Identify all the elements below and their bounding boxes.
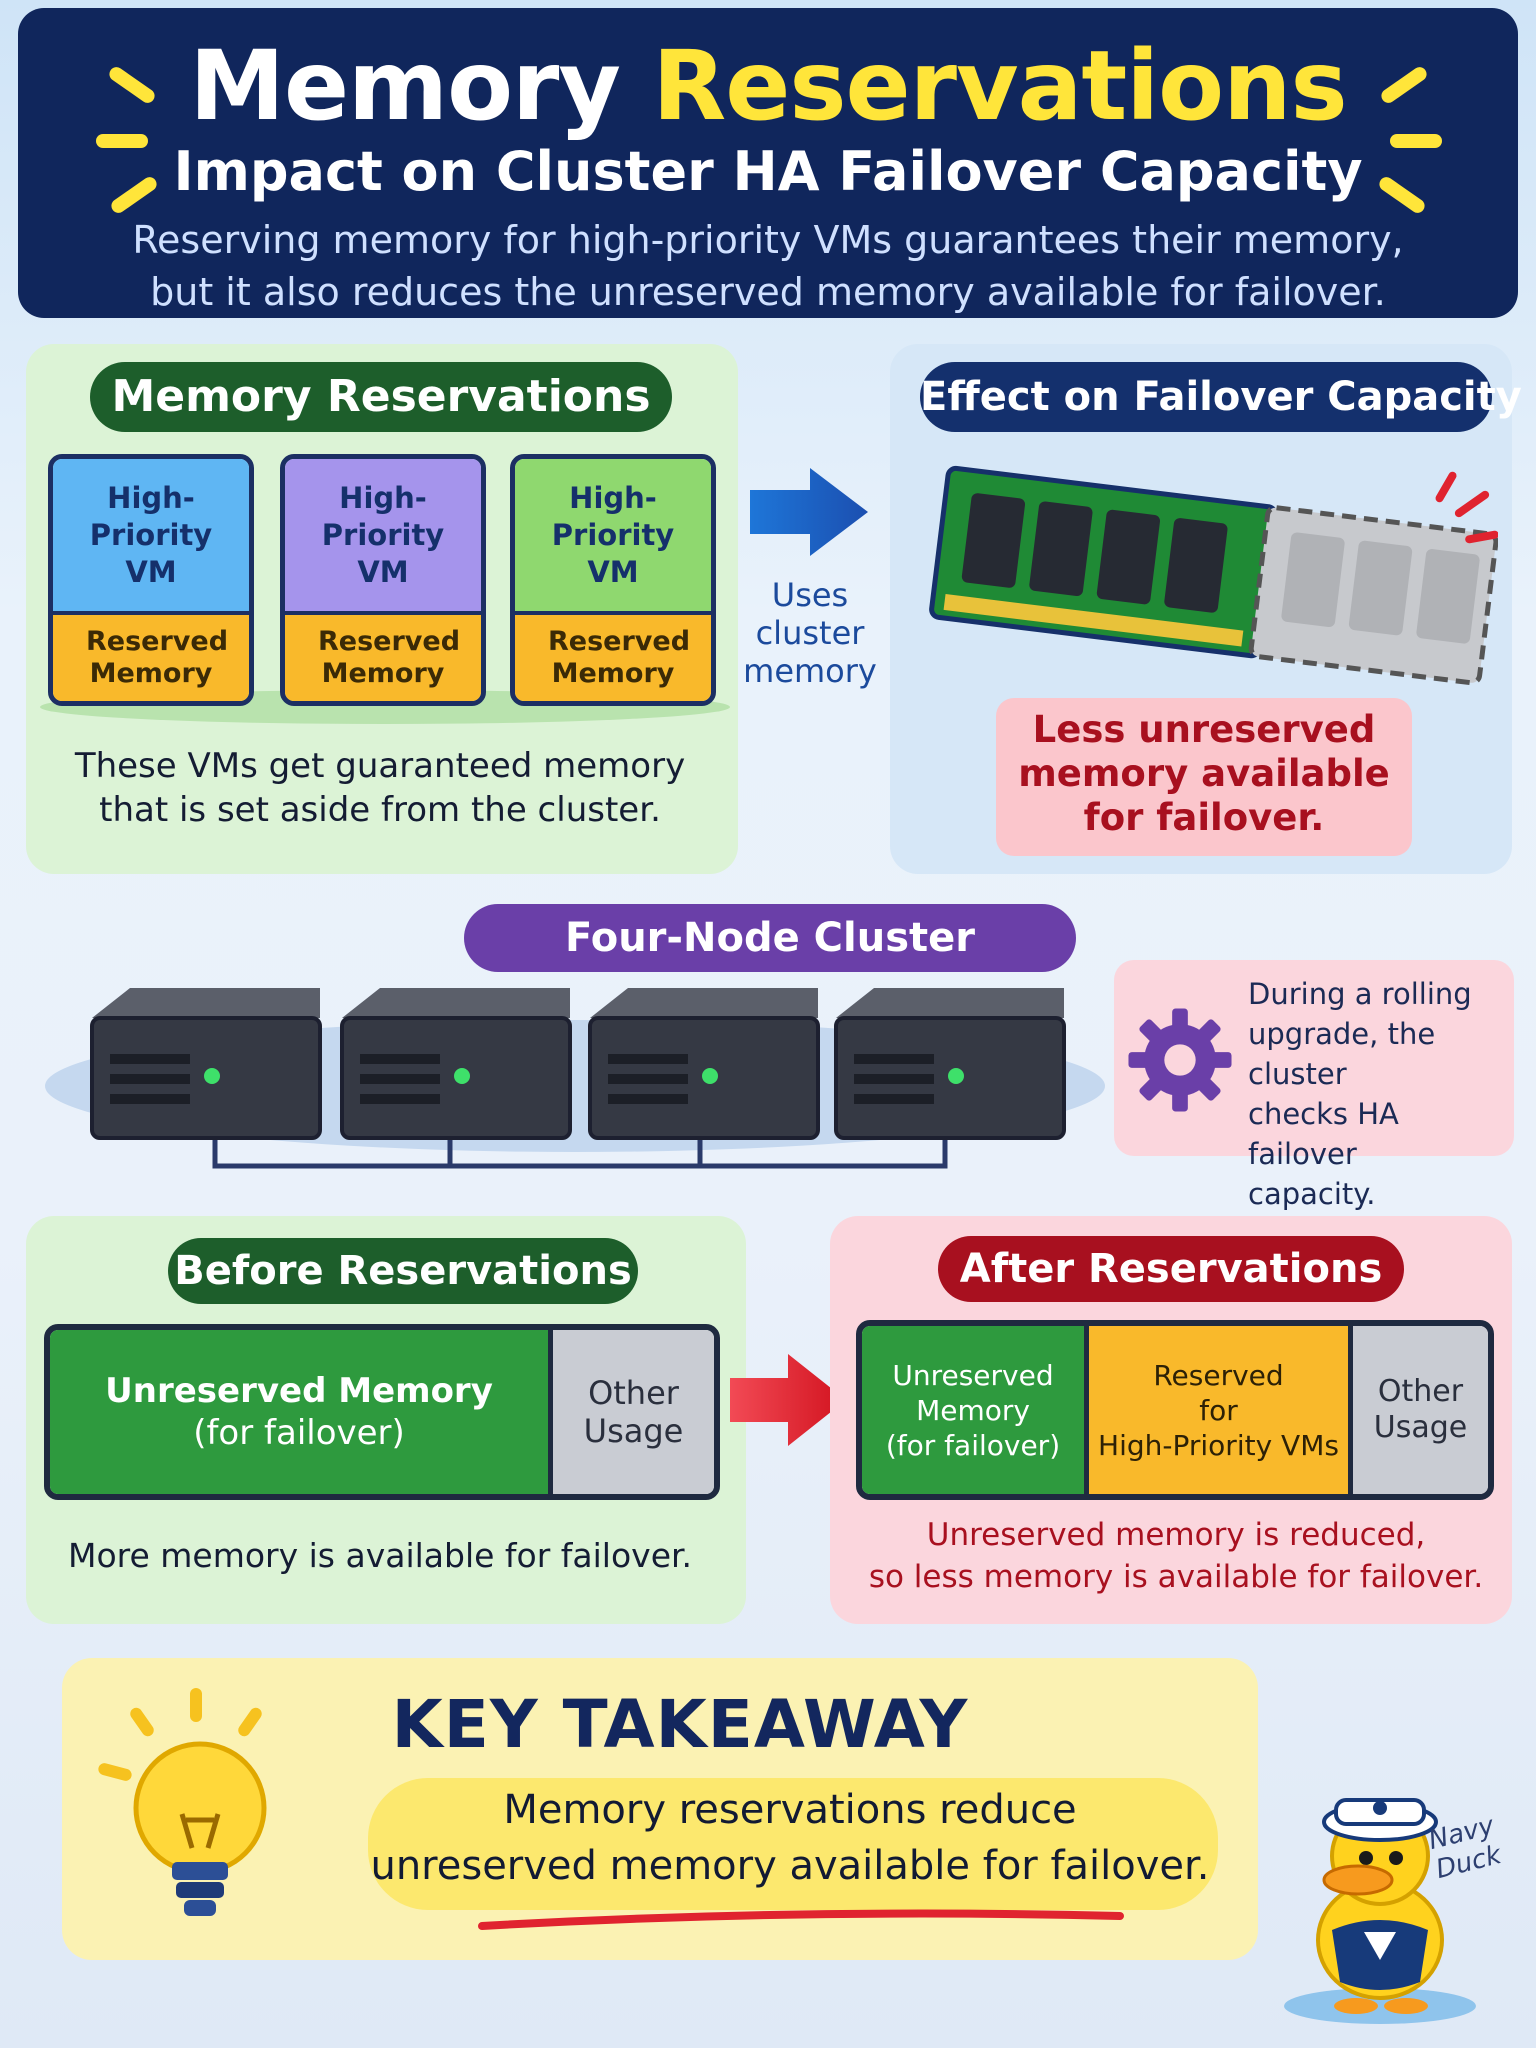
arrow-label: Uses cluster memory: [740, 576, 880, 690]
vm-reserved-label: Reserved Memory: [318, 626, 461, 689]
page-subtitle: Impact on Cluster HA Failover Capacity: [173, 140, 1363, 203]
vm-label: High-Priority VM: [89, 480, 213, 589]
takeaway-line: unreserved memory available for failover…: [370, 1843, 1210, 1889]
arrow-right-icon: [750, 468, 868, 556]
after-memory-bar: Unreserved Memory (for failover) Reserve…: [856, 1320, 1494, 1500]
intro-text: Reserving memory for high-priority VMs g…: [78, 214, 1458, 318]
cluster-note-line: checks HA failover: [1248, 1097, 1399, 1171]
title-accent: Reservations: [652, 30, 1347, 142]
before-heading: Before Reservations: [168, 1238, 638, 1304]
cluster-note-line: During a rolling: [1248, 977, 1472, 1011]
segment-line: Usage: [1373, 1410, 1468, 1445]
gear-icon: [1128, 1008, 1232, 1112]
vm-reserved: Reserved Memory: [285, 611, 481, 701]
segment-line: Unreserved Memory: [105, 1371, 493, 1411]
cluster-heading: Four-Node Cluster: [464, 904, 1076, 972]
segment-line: Unreserved: [892, 1358, 1054, 1392]
vm-reserved: Reserved Memory: [53, 611, 249, 701]
takeaway-text: Memory reservations reduce unreserved me…: [360, 1782, 1220, 1894]
after-heading: After Reservations: [938, 1236, 1404, 1302]
takeaway-heading: KEY TAKEAWAY: [391, 1686, 969, 1763]
before-other-segment: Other Usage: [548, 1330, 714, 1494]
segment-line: High-Priority VMs: [1098, 1428, 1339, 1462]
reservations-heading: Memory Reservations: [90, 362, 672, 432]
segment-line: Usage: [583, 1412, 684, 1450]
after-caption: Unreserved memory is reduced, so less me…: [846, 1514, 1506, 1598]
after-unreserved-segment: Unreserved Memory (for failover): [862, 1326, 1084, 1494]
intro-line: Reserving memory for high-priority VMs g…: [132, 218, 1404, 262]
after-caption-line: so less memory is available for failover…: [868, 1559, 1484, 1595]
cluster-servers-graphic: [45, 988, 1105, 1169]
caption-line: These VMs get guaranteed memory: [74, 746, 686, 786]
before-memory-bar: Unreserved Memory (for failover) Other U…: [44, 1324, 720, 1500]
vm-card: High-Priority VM Reserved Memory: [48, 454, 254, 706]
effect-note-line: for failover.: [1083, 796, 1325, 839]
intro-line: but it also reduces the unreserved memor…: [150, 270, 1386, 314]
navy-duck-mascot-icon: [1284, 1798, 1476, 2024]
vm-card: High-Priority VM Reserved Memory: [280, 454, 486, 706]
arrow-right-red-icon: [730, 1354, 846, 1446]
segment-line: Other: [588, 1374, 679, 1412]
header-banner: Memory Reservations Impact on Cluster HA…: [18, 8, 1518, 318]
vm-top: High-Priority VM: [515, 459, 711, 611]
after-other-segment: Other Usage: [1348, 1326, 1488, 1494]
before-caption: More memory is available for failover.: [67, 1536, 693, 1575]
lightbulb-icon: [98, 1688, 267, 1916]
reservations-caption: These VMs get guaranteed memory that is …: [40, 744, 720, 832]
server-icon: [834, 988, 1066, 1140]
after-caption-line: Unreserved memory is reduced,: [926, 1517, 1426, 1553]
vm-reserved-label: Reserved Memory: [86, 626, 229, 689]
effect-note-box: [996, 698, 1412, 856]
arrow-label-line: cluster: [755, 614, 865, 652]
arrow-label-line: Uses: [771, 576, 849, 614]
server-icon: [588, 988, 820, 1140]
after-reserved-segment: Reserved for High-Priority VMs: [1084, 1326, 1348, 1494]
vm-reserved-label: Reserved Memory: [548, 626, 691, 689]
sparkle-icon: [96, 134, 148, 148]
vm-label: High-Priority VM: [321, 480, 445, 589]
segment-line: (for failover): [193, 1413, 405, 1453]
takeaway-line: Memory reservations reduce: [503, 1787, 1077, 1833]
title-main: Memory: [189, 30, 621, 142]
segment-line: Other: [1377, 1374, 1464, 1409]
segment-line: for: [1199, 1393, 1238, 1427]
arrow-label-line: memory: [743, 652, 877, 690]
segment-line: (for failover): [885, 1428, 1061, 1462]
before-unreserved-segment: Unreserved Memory (for failover): [50, 1330, 548, 1494]
vm-top: High-Priority VM: [285, 459, 481, 611]
segment-line: Memory: [916, 1393, 1030, 1427]
segment-line: Reserved: [1153, 1358, 1284, 1392]
takeaway-highlight: [368, 1778, 1218, 1910]
server-icon: [90, 988, 322, 1140]
effect-note-line: Less unreserved: [1032, 708, 1376, 751]
cluster-note-line: capacity.: [1248, 1177, 1376, 1211]
cluster-note: During a rolling upgrade, the cluster ch…: [1248, 974, 1508, 1214]
vm-top: High-Priority VM: [53, 459, 249, 611]
caption-line: that is set aside from the cluster.: [99, 790, 661, 830]
effect-heading: Effect on Failover Capacity: [920, 362, 1522, 432]
vm-label: High-Priority VM: [551, 480, 675, 589]
server-icon: [340, 988, 572, 1140]
underline-decoration: [478, 1909, 1124, 1930]
cluster-note-line: upgrade, the cluster: [1248, 1017, 1436, 1091]
effect-note: Less unreserved memory available for fai…: [996, 708, 1412, 840]
memory-module-icon: [929, 465, 1498, 686]
vm-card: High-Priority VM Reserved Memory: [510, 454, 716, 706]
effect-note-line: memory available: [1018, 752, 1390, 795]
page-title: Memory Reservations: [18, 30, 1518, 142]
sparkle-icon: [1390, 134, 1442, 148]
vm-reserved: Reserved Memory: [515, 611, 711, 701]
